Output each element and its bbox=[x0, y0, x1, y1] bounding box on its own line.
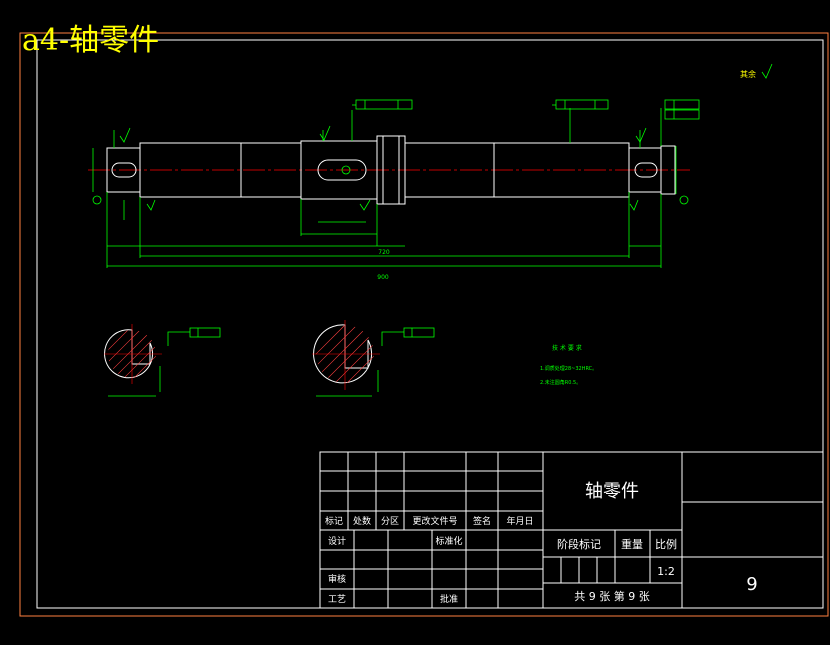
section-view-left bbox=[104, 324, 221, 397]
label-review: 审核 bbox=[328, 573, 346, 585]
sheet-count: 共 9 张 第 9 张 bbox=[574, 589, 649, 603]
rev-header-count: 处数 bbox=[353, 515, 371, 527]
shaft-right-end bbox=[660, 145, 676, 195]
sub-length-dim: 720 bbox=[378, 249, 390, 256]
keyway-left bbox=[111, 162, 137, 178]
title-block: 标记 处数 分区 更改文件号 签名 年月日 设计 标准化 审核 工艺 批准 阶段… bbox=[319, 451, 824, 609]
tech-req-item: 2.未注圆角R0.5。 bbox=[540, 379, 581, 386]
sheet-number: 9 bbox=[746, 574, 757, 595]
label-design: 设计 bbox=[328, 535, 346, 547]
overlay-title: a4-轴零件 bbox=[22, 23, 160, 58]
shaft-front-view: 900 720 其余 bbox=[88, 63, 773, 281]
label-approve: 批准 bbox=[440, 593, 458, 605]
label-scale: 比例 bbox=[655, 537, 677, 551]
technical-requirements: 技 术 要 求 1.调质处理28~32HRC。 2.未注圆角R0.5。 bbox=[540, 344, 597, 386]
outer-sheet-border bbox=[19, 32, 829, 617]
label-standardize: 标准化 bbox=[435, 535, 462, 547]
rev-header-mark: 标记 bbox=[325, 515, 343, 527]
rev-header-doc: 更改文件号 bbox=[412, 515, 457, 527]
tech-req-item: 1.调质处理28~32HRC。 bbox=[540, 365, 597, 372]
section-view-right bbox=[312, 320, 435, 397]
rev-header-sign: 签名 bbox=[473, 515, 491, 527]
rev-header-zone: 分区 bbox=[381, 516, 399, 527]
label-process: 工艺 bbox=[328, 594, 346, 605]
part-name: 轴零件 bbox=[585, 481, 639, 502]
overall-length-dim: 900 bbox=[377, 274, 389, 281]
label-stage: 阶段标记 bbox=[557, 537, 601, 551]
roughness-note: 其余 bbox=[740, 69, 756, 79]
rev-header-date: 年月日 bbox=[506, 515, 533, 527]
keyway-right bbox=[634, 162, 658, 178]
keyway-middle bbox=[317, 159, 367, 181]
tech-req-title: 技 术 要 求 bbox=[552, 344, 582, 352]
scale-value: 1:2 bbox=[657, 565, 675, 578]
label-weight: 重量 bbox=[621, 537, 643, 551]
